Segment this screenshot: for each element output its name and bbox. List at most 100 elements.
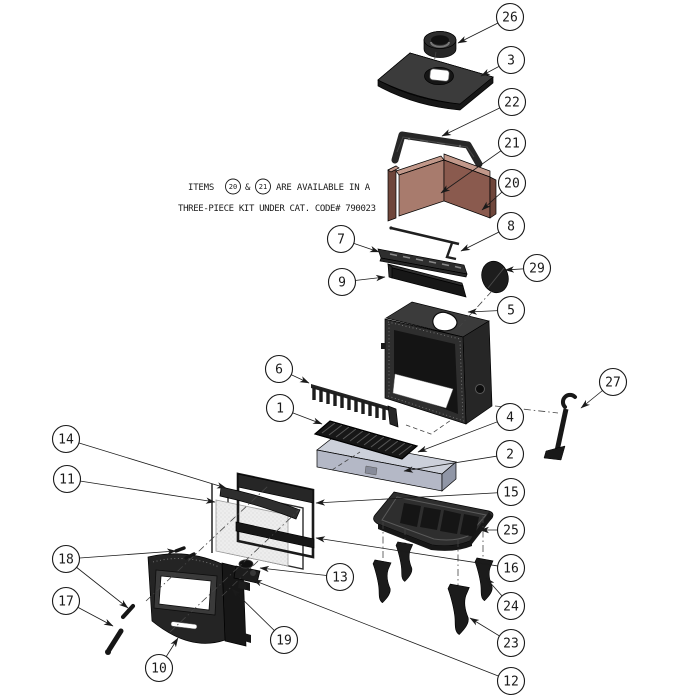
baffle-plate bbox=[387, 263, 467, 298]
balloon-label-12: 12 bbox=[503, 675, 519, 690]
callout-20: 20 bbox=[481, 168, 527, 211]
callout-25: 25 bbox=[479, 515, 526, 545]
callout-14: 14 bbox=[51, 424, 227, 489]
inline-callout-21 bbox=[255, 178, 271, 195]
balloon-label-17: 17 bbox=[58, 595, 74, 610]
handle-bracket bbox=[391, 131, 483, 168]
callout-17: 17 bbox=[51, 586, 114, 627]
callout-19: 19 bbox=[231, 588, 299, 655]
leg-front-left bbox=[395, 541, 414, 582]
leader-line-15 bbox=[315, 491, 512, 506]
callout-18: 18 bbox=[51, 544, 177, 609]
inline-callout-20-label: 20 bbox=[229, 183, 237, 191]
balloon-21 bbox=[497, 128, 527, 158]
ash-pan bbox=[316, 438, 457, 492]
balloon-3 bbox=[496, 45, 526, 75]
leader-line-2 bbox=[403, 453, 511, 473]
callout-29: 29 bbox=[504, 253, 552, 283]
glass-bottom-rail bbox=[235, 521, 315, 549]
balloon-label-24: 24 bbox=[503, 600, 519, 615]
balloon-7 bbox=[326, 224, 356, 254]
balloon-label-1: 1 bbox=[276, 402, 284, 417]
alignment-lines bbox=[145, 51, 559, 633]
grate bbox=[313, 420, 419, 460]
callout-5: 5 bbox=[467, 295, 526, 325]
balloon-label-14: 14 bbox=[58, 433, 74, 448]
callout-9: 9 bbox=[327, 267, 386, 297]
balloon-label-19: 19 bbox=[276, 634, 292, 649]
glass-top-rail bbox=[219, 486, 301, 520]
hinge-pin-lower bbox=[106, 628, 124, 653]
hinge-hardware bbox=[105, 546, 196, 655]
leg-front-right bbox=[447, 583, 470, 635]
balloon-label-13: 13 bbox=[332, 571, 348, 586]
leg-back-right bbox=[474, 557, 494, 602]
damper-disc bbox=[481, 260, 509, 294]
balloon-4 bbox=[495, 402, 525, 432]
callout-7: 7 bbox=[326, 224, 380, 254]
balloon-5 bbox=[496, 295, 526, 325]
balloon-26 bbox=[495, 2, 525, 32]
callout-26: 26 bbox=[457, 2, 525, 44]
balloon-label-29: 29 bbox=[529, 262, 545, 277]
inline-callout-20 bbox=[225, 178, 241, 195]
callout-15: 15 bbox=[315, 477, 526, 507]
balloon-label-10: 10 bbox=[151, 662, 167, 677]
callout-11: 11 bbox=[52, 464, 216, 504]
callout-24: 24 bbox=[485, 577, 526, 621]
callout-23: 23 bbox=[469, 617, 526, 658]
balloon-label-21: 21 bbox=[504, 137, 520, 152]
callout-16: 16 bbox=[315, 536, 526, 583]
balloon-label-6: 6 bbox=[275, 363, 283, 378]
balloon-9 bbox=[327, 267, 357, 297]
leader-line-14 bbox=[65, 438, 227, 489]
balloon-label-23: 23 bbox=[503, 637, 519, 652]
door-screw-2 bbox=[184, 552, 196, 560]
balloon-20 bbox=[497, 168, 527, 198]
balloon-label-2: 2 bbox=[506, 448, 514, 463]
balloon-17 bbox=[51, 586, 81, 616]
callout-layer: 1234567891011121314151617181920212223242… bbox=[51, 2, 628, 696]
door-glass-assembly bbox=[211, 472, 315, 570]
balloon-22 bbox=[497, 87, 527, 117]
balloon-27 bbox=[598, 367, 628, 397]
balloon-15 bbox=[496, 477, 526, 507]
callout-1: 1 bbox=[265, 393, 323, 425]
balloon-label-16: 16 bbox=[503, 562, 519, 577]
balloon-label-3: 3 bbox=[507, 54, 515, 69]
support-rod bbox=[389, 226, 460, 261]
kit-note-prefix: ITEMS bbox=[188, 183, 214, 193]
callout-3: 3 bbox=[480, 45, 526, 77]
balloon-23 bbox=[496, 628, 526, 658]
hinge-pin-upper bbox=[120, 603, 136, 620]
balloon-18 bbox=[51, 544, 81, 574]
balloon-label-22: 22 bbox=[504, 96, 520, 111]
balloon-label-25: 25 bbox=[503, 524, 519, 539]
balloon-14 bbox=[51, 424, 81, 454]
balloon-11 bbox=[52, 464, 82, 494]
balloon-label-27: 27 bbox=[605, 376, 621, 391]
balloon-label-7: 7 bbox=[337, 233, 345, 248]
ash-tool bbox=[543, 392, 577, 461]
callout-12: 12 bbox=[252, 579, 526, 696]
balloon-label-26: 26 bbox=[502, 11, 518, 26]
base-plate bbox=[373, 491, 494, 551]
balloon-label-4: 4 bbox=[506, 411, 514, 426]
leader-line-16 bbox=[315, 536, 512, 569]
callout-13: 13 bbox=[259, 562, 355, 592]
inline-callout-21-label: 21 bbox=[259, 183, 267, 191]
balloon-label-11: 11 bbox=[59, 473, 75, 488]
balloon-19 bbox=[269, 625, 299, 655]
balloon-1 bbox=[265, 393, 295, 423]
callout-4: 4 bbox=[417, 402, 525, 453]
kit-note-ampersand: & bbox=[245, 183, 251, 193]
balloon-24 bbox=[496, 591, 526, 621]
balloon-label-9: 9 bbox=[338, 276, 346, 291]
kit-note-line2: THREE-PIECE KIT UNDER CAT. CODE# 790023 bbox=[178, 204, 376, 214]
balloon-29 bbox=[522, 253, 552, 283]
top-plate bbox=[377, 52, 495, 111]
door bbox=[147, 553, 251, 647]
callout-21: 21 bbox=[440, 128, 527, 194]
air-tube bbox=[377, 248, 468, 278]
